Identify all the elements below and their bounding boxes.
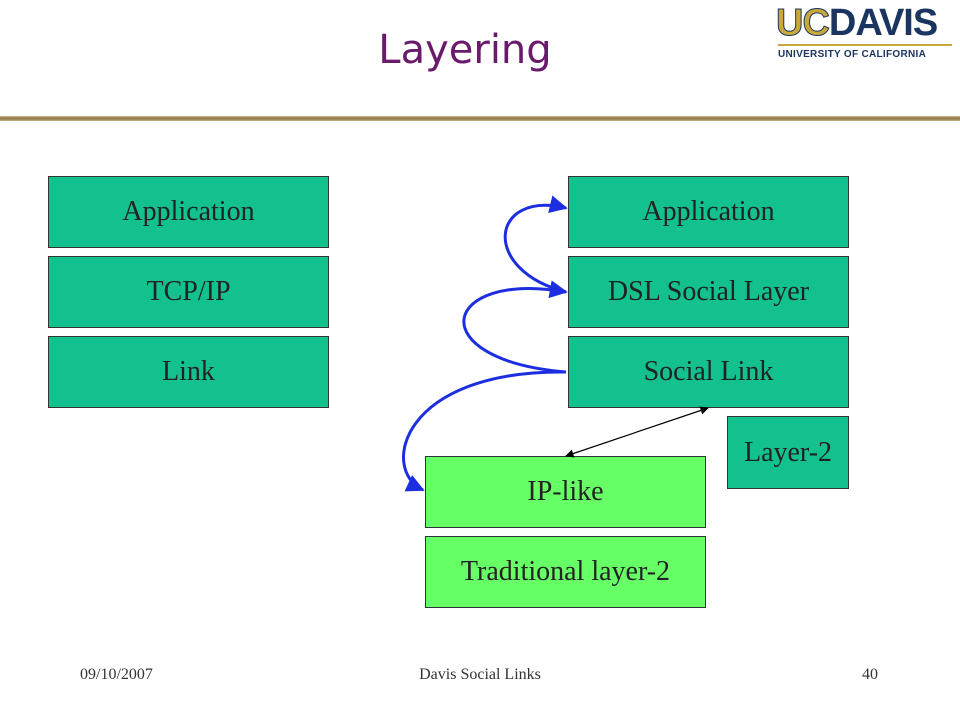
logo-davis-text: DAVIS [828, 2, 938, 44]
ucdavis-logo: UCDAVIS UNIVERSITY OF CALIFORNIA [776, 4, 954, 66]
left-tcpip-box: TCP/IP [48, 256, 329, 328]
logo-subtitle: UNIVERSITY OF CALIFORNIA [778, 49, 927, 60]
left-link-box: Link [48, 336, 329, 408]
right-application-box: Application [568, 176, 849, 248]
logo-uc-text: UC [776, 2, 831, 44]
arrow-dsl-to-application [503, 195, 568, 294]
traditional-layer2-box: Traditional layer-2 [425, 536, 706, 608]
ip-like-box: IP-like [425, 456, 706, 528]
slide-title: Layering [378, 27, 552, 73]
dsl-social-layer-box: DSL Social Layer [568, 256, 849, 328]
footer-page-number: 40 [862, 666, 878, 683]
arrow-sociallink-to-dsl [462, 280, 568, 374]
left-application-box: Application [48, 176, 329, 248]
footer-date: 09/10/2007 [80, 666, 153, 683]
layer2-box: Layer-2 [727, 416, 849, 489]
logo-underline [778, 44, 952, 46]
title-divider [0, 116, 960, 121]
footer-center-text: Davis Social Links [419, 666, 541, 683]
arrow-sociallink-iplike-bidirectional [565, 406, 709, 458]
arrow-sociallink-to-iplike [402, 370, 567, 492]
